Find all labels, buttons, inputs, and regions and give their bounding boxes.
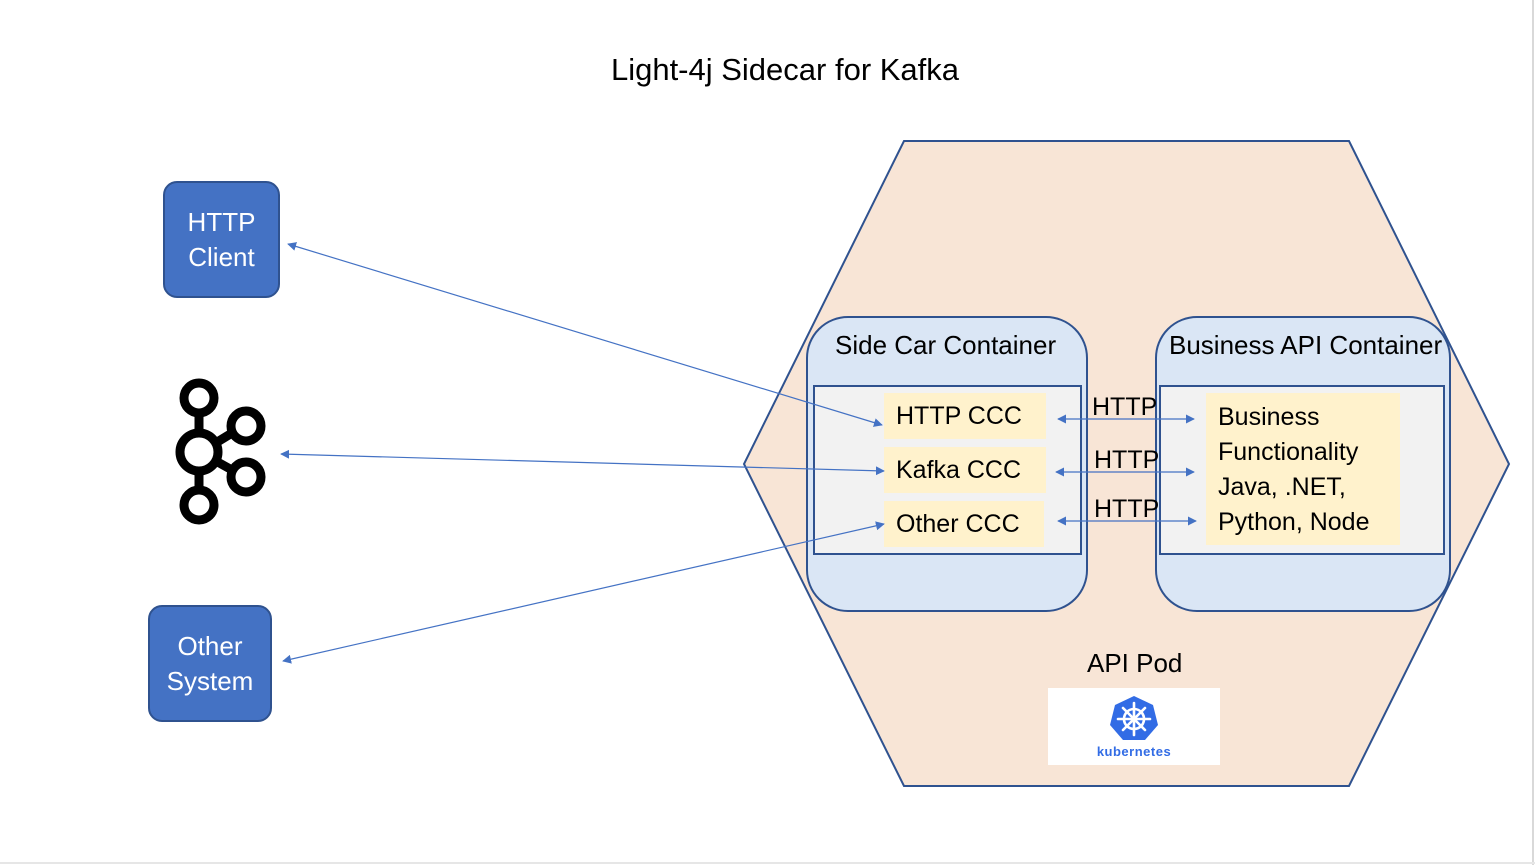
http-client-label-line2: Client <box>188 241 255 272</box>
business-line-3: Java, .NET, <box>1218 473 1346 501</box>
http-client-label-line1: HTTP <box>187 206 256 237</box>
other-system-label-line2: System <box>166 665 254 696</box>
business-line-2: Functionality <box>1218 438 1359 466</box>
other-system-box: Other System <box>148 605 272 722</box>
business-line-4: Python, Node <box>1218 508 1370 536</box>
http-ccc-component: HTTP CCC <box>884 393 1046 439</box>
slide-bottom-edge <box>0 862 1535 864</box>
arrow-other-system <box>282 521 885 664</box>
http-client-box: HTTP Client <box>163 181 280 298</box>
business-api-container-title: Business API Container <box>1169 330 1443 360</box>
kubernetes-logo: kubernetes <box>1048 688 1220 765</box>
kubernetes-wordmark: kubernetes <box>1096 744 1172 759</box>
other-system-label-line1: Other <box>177 630 243 661</box>
kafka-logo-icon <box>175 378 266 525</box>
arrow-http-client <box>287 242 883 427</box>
diagram-title: Light-4j Sidecar for Kafka <box>610 52 960 87</box>
arrow-kafka <box>280 449 885 476</box>
slide-right-edge <box>1532 0 1534 865</box>
kubernetes-helm-icon <box>1110 696 1158 740</box>
business-line-1: Business <box>1218 403 1320 431</box>
kafka-ccc-component: Kafka CCC <box>884 447 1046 493</box>
business-functionality-component: Business Functionality Java, .NET, Pytho… <box>1206 393 1400 545</box>
api-pod-label: API Pod <box>1087 648 1183 678</box>
other-ccc-component: Other CCC <box>884 501 1044 547</box>
